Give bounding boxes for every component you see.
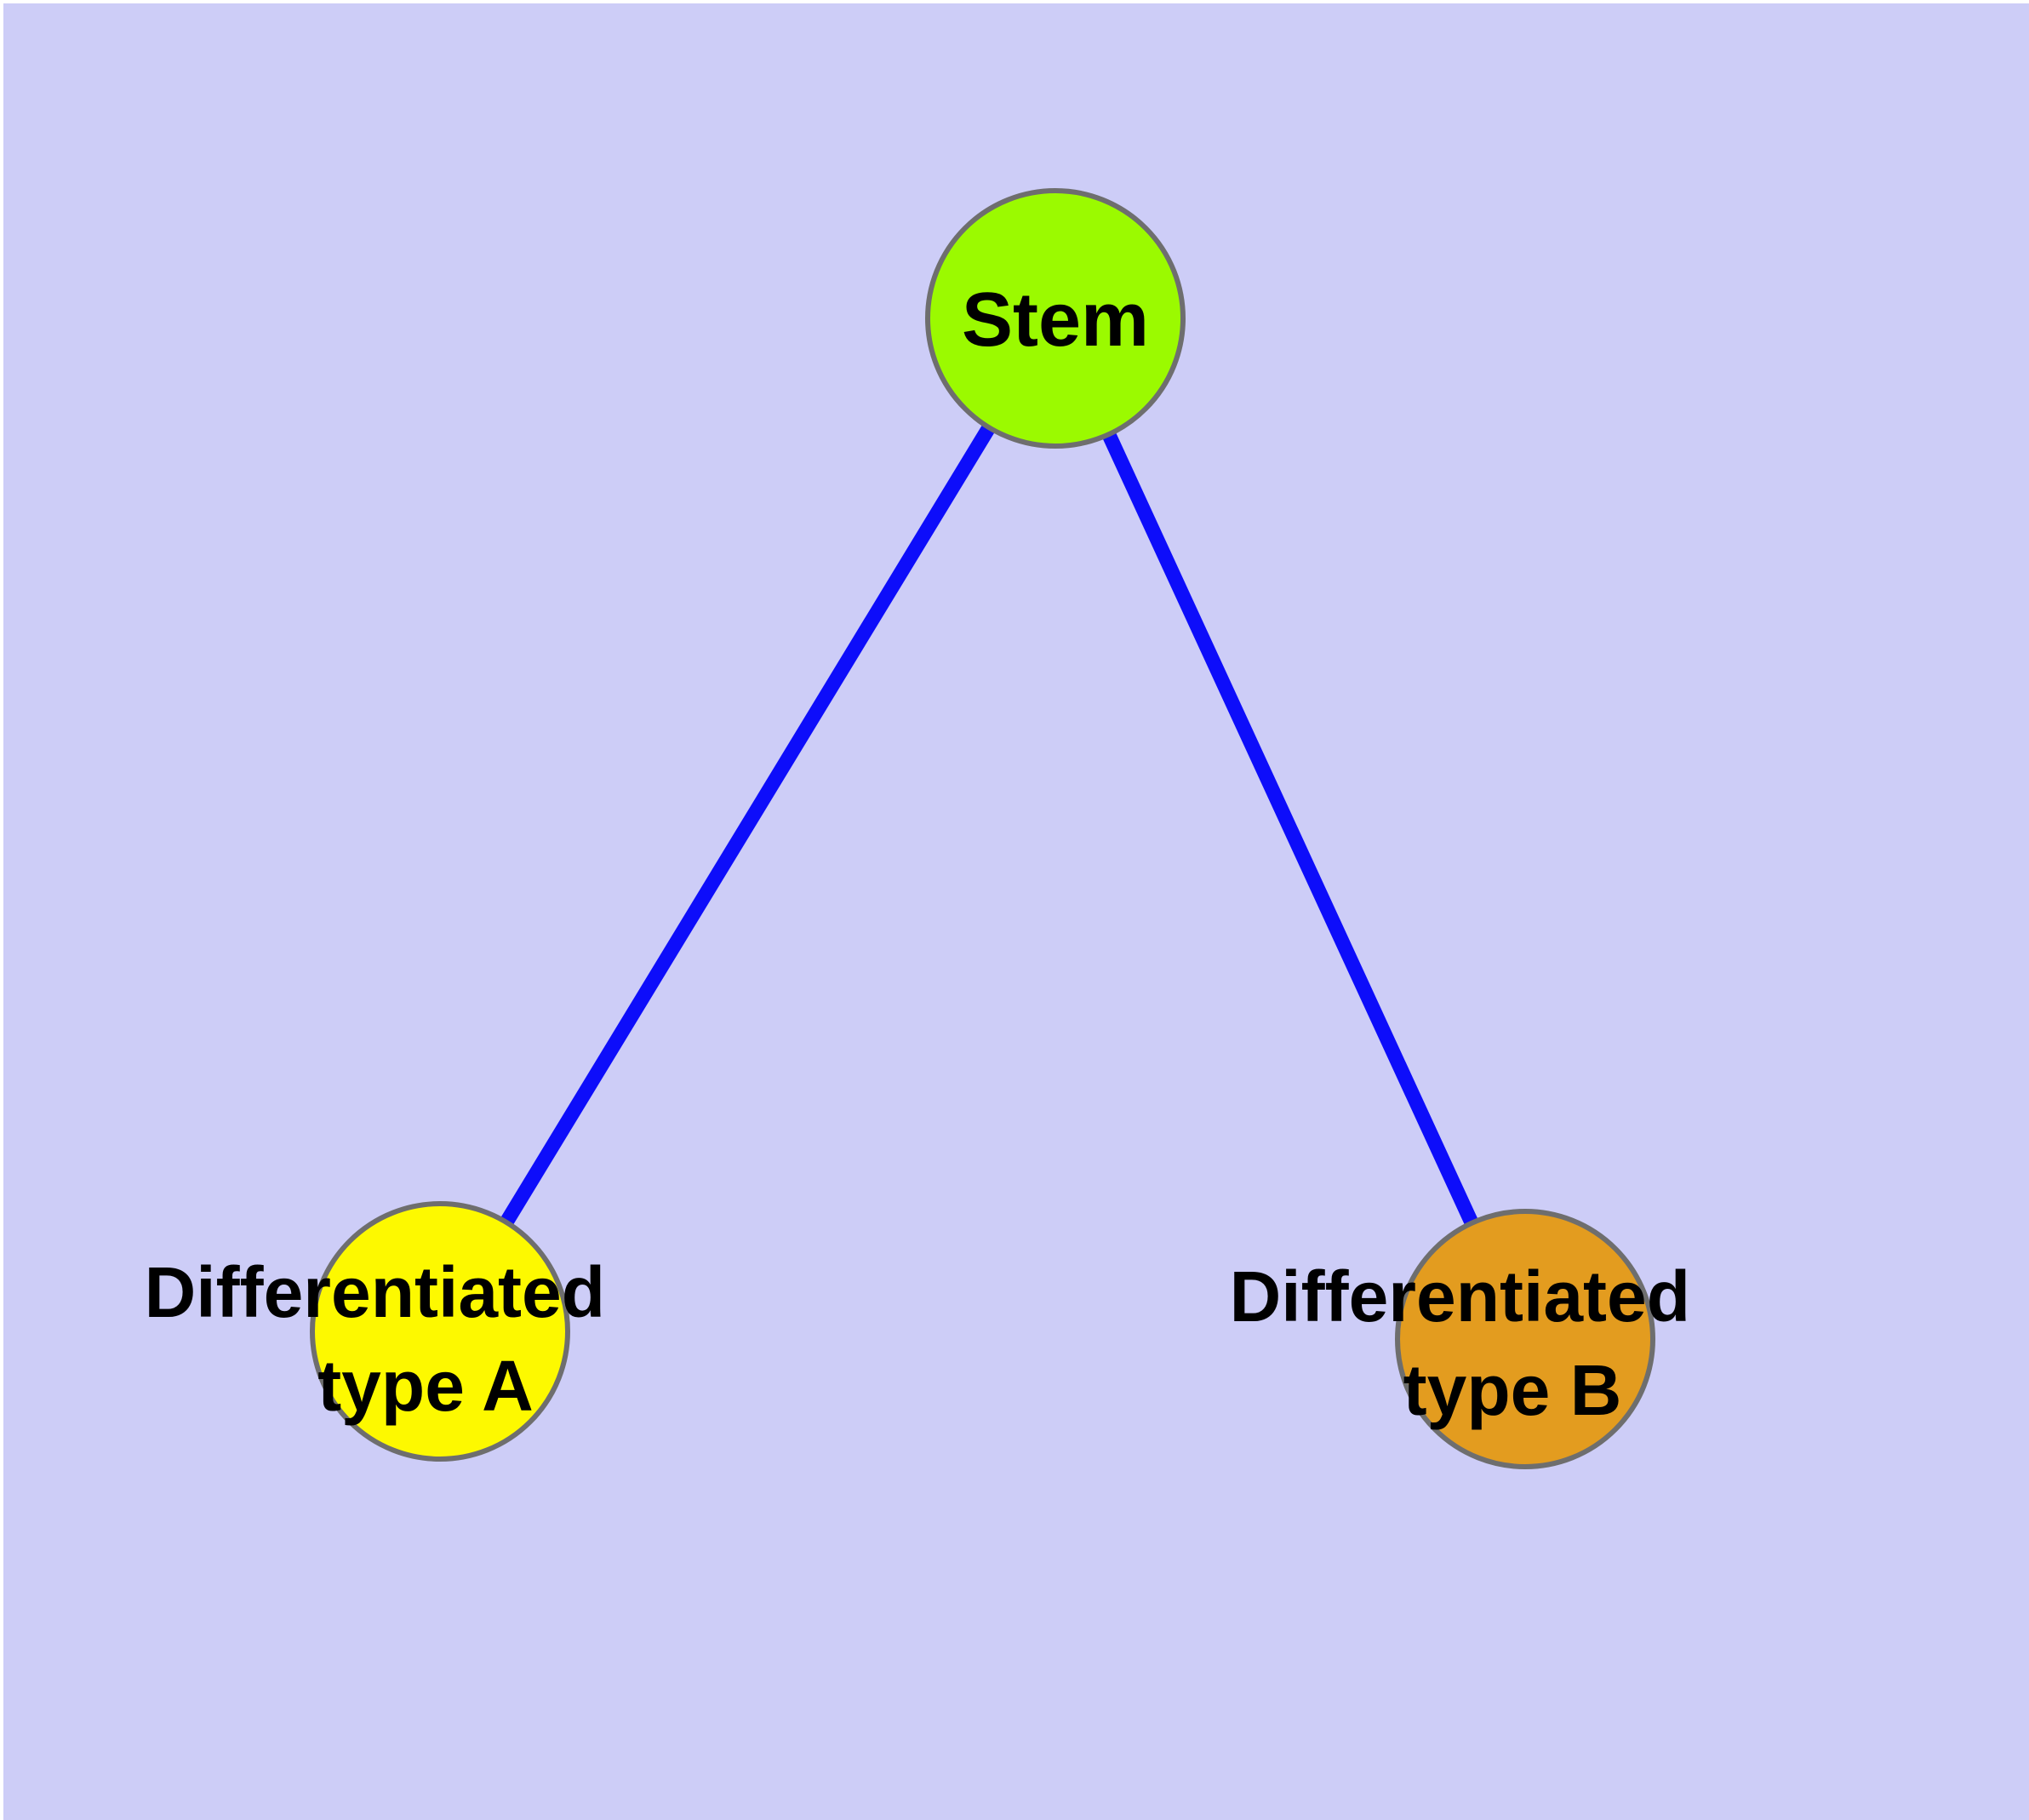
node-type-a-label: Differentiated type A	[145, 1252, 626, 1426]
edge-stem-to-type-b	[1049, 315, 1532, 1342]
node-type-a-label-line1: Differentiated	[145, 1252, 605, 1332]
node-differentiated-type-a: Differentiated type A	[145, 1201, 626, 1462]
node-differentiated-type-b: Differentiated type B	[1230, 1209, 1711, 1469]
node-type-b-label: Differentiated type B	[1230, 1256, 1711, 1430]
edge-stem-to-type-a	[433, 314, 1062, 1336]
node-type-a-circle	[310, 1201, 570, 1462]
node-stem: Stem	[925, 188, 1186, 449]
node-type-b-circle	[1395, 1209, 1655, 1469]
node-stem-circle	[925, 188, 1186, 449]
node-stem-label: Stem	[962, 278, 1149, 363]
node-type-b-label-line1: Differentiated	[1230, 1256, 1690, 1336]
node-type-a-label-line2: type A	[317, 1346, 534, 1426]
node-type-b-label-line2: type B	[1403, 1350, 1622, 1430]
